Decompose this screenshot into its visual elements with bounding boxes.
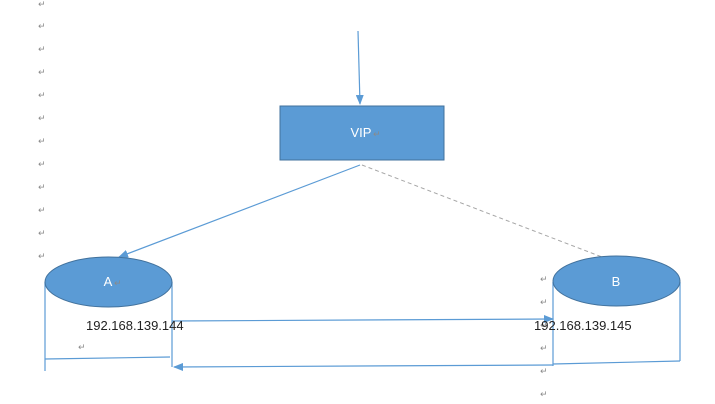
paragraph-mark: ↵: [38, 137, 46, 147]
paragraph-mark: ↵: [540, 367, 548, 377]
a-to-b-arrow: [171, 315, 554, 324]
paragraph-mark: ↵: [540, 275, 548, 285]
vip-to-b-dashed-line: [361, 164, 603, 258]
paragraph-mark: ↵: [38, 45, 46, 55]
vip-label: VIP: [351, 125, 372, 140]
paragraph-mark: ↵: [38, 252, 46, 262]
paragraph-mark: ↵: [38, 114, 46, 124]
node-a-bottom-line: [44, 356, 171, 360]
paragraph-mark: ↵: [38, 206, 46, 216]
paragraph-mark: ↵: [38, 68, 46, 78]
left-paragraph-marks: ↵ ↵ ↵ ↵ ↵ ↵ ↵ ↵ ↵ ↵ ↵ ↵: [38, 0, 46, 262]
node-b-label: B: [612, 274, 621, 289]
paragraph-mark: ↵: [114, 279, 122, 289]
paragraph-mark: ↵: [38, 229, 46, 239]
node-b-bottom-line: [552, 360, 681, 365]
b-to-a-arrow: [173, 362, 554, 371]
node-a-ellipse: [44, 256, 173, 308]
node-b-ellipse: [552, 255, 681, 307]
paragraph-mark: ↵: [38, 0, 46, 10]
node-a-label: A: [104, 274, 113, 289]
paragraph-mark: ↵: [540, 298, 548, 308]
paragraph-mark: ↵: [38, 91, 46, 101]
paragraph-mark: ↵: [540, 390, 548, 400]
paragraph-mark: ↵: [38, 22, 46, 32]
node-a-ip: 192.168.139.144: [86, 318, 184, 333]
vip-box: [279, 105, 445, 161]
paragraph-mark: ↵: [38, 183, 46, 193]
right-paragraph-marks: ↵ ↵ ↵ ↵ ↵ ↵: [540, 275, 548, 400]
vip-to-a-arrow: [118, 164, 361, 258]
paragraph-mark: ↵: [78, 343, 86, 353]
paragraph-mark: ↵: [38, 160, 46, 170]
paragraph-mark: ↵: [373, 130, 381, 140]
paragraph-mark: ↵: [540, 344, 548, 354]
paragraph-mark: ↵: [540, 321, 548, 331]
node-b-ip: 192.168.139.145: [534, 318, 632, 333]
incoming-arrow: [355, 30, 364, 105]
